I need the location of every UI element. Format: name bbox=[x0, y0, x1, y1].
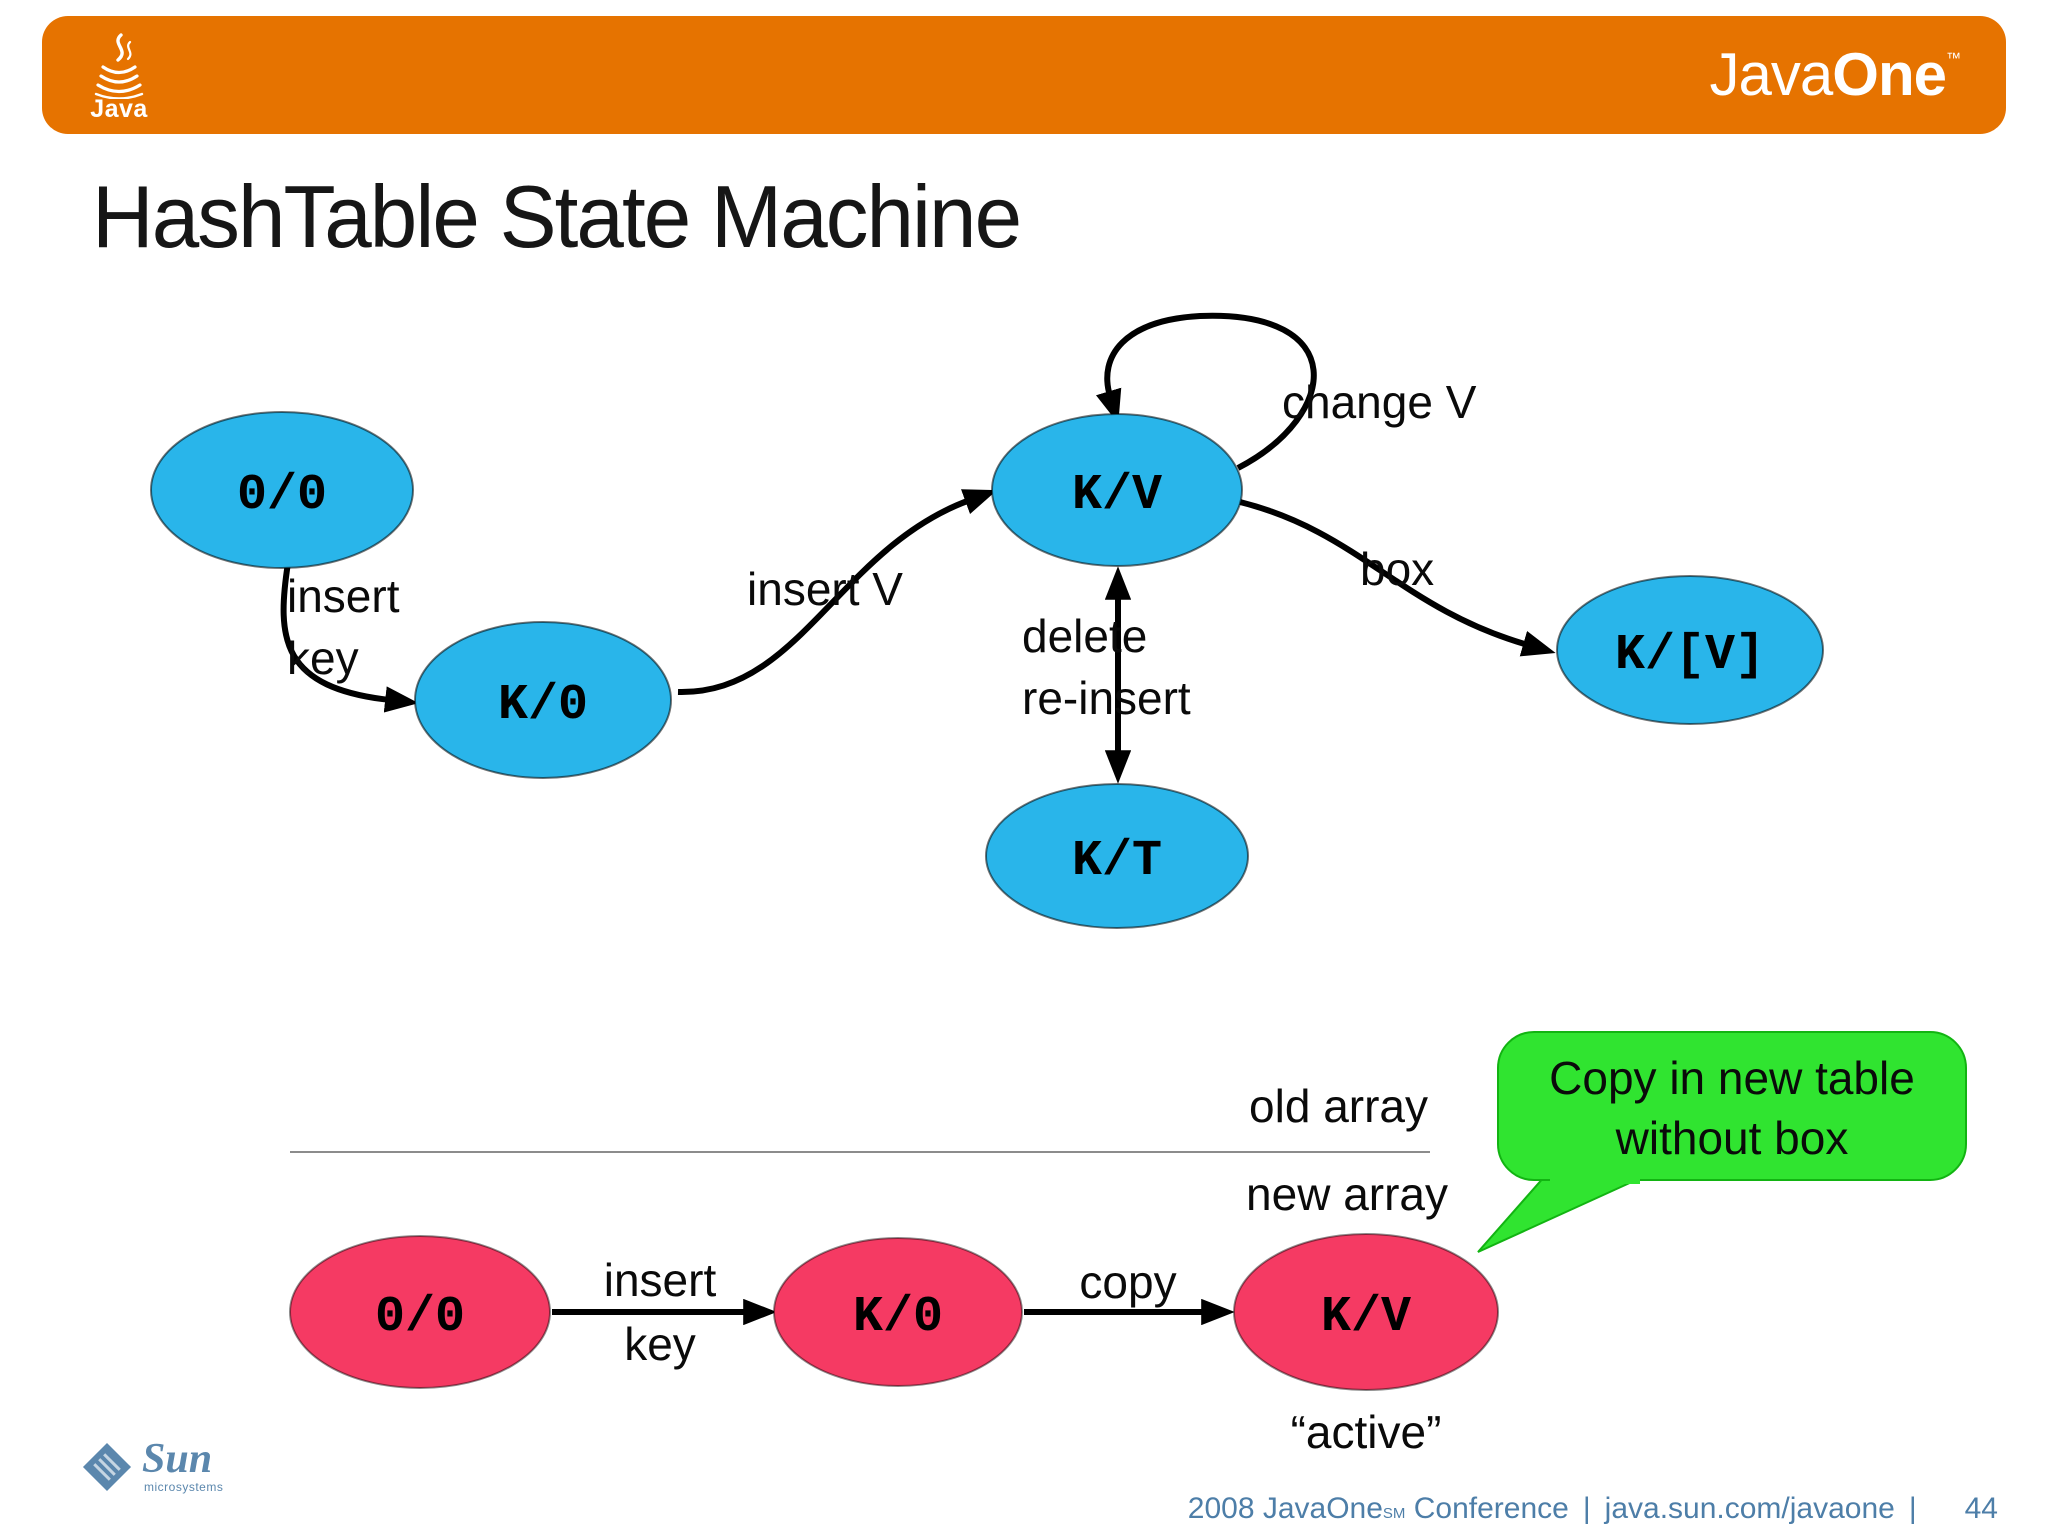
state-key-tombstone: K/T bbox=[985, 783, 1249, 929]
callout-bubble: Copy in new table without box bbox=[1477, 1031, 1967, 1253]
state-key-no-value-label: K/0 bbox=[498, 677, 588, 734]
state-empty-ellipse bbox=[150, 411, 414, 569]
edge-insert-key bbox=[280, 562, 419, 713]
callout-bubble-body bbox=[1497, 1031, 1967, 1181]
edge-label-insert-key-line2: key bbox=[287, 632, 359, 684]
state-key-no-value-ellipse bbox=[414, 621, 672, 779]
edge-label-insert-v: insert V bbox=[747, 563, 903, 615]
state-key-value: K/V bbox=[991, 413, 1243, 567]
new-state-key-value: K/V bbox=[1233, 1233, 1499, 1391]
state-key-boxed-value-label: K/[V] bbox=[1615, 627, 1765, 684]
edge-label-reinsert: re-insert bbox=[1022, 672, 1191, 724]
state-empty-label: 0/0 bbox=[237, 467, 327, 524]
footer-separator-2: | bbox=[1908, 1492, 1917, 1525]
footer-page-number: 44 bbox=[1964, 1492, 1998, 1525]
edge-label-change-v: change V bbox=[1282, 376, 1477, 428]
edge-box bbox=[1239, 499, 1556, 657]
state-key-tombstone-label: K/T bbox=[1072, 833, 1162, 890]
javaone-logo-one: One bbox=[1832, 41, 1947, 108]
state-key-value-ellipse bbox=[991, 413, 1243, 567]
new-state-empty-ellipse bbox=[289, 1235, 551, 1389]
new-array-label: new array bbox=[1246, 1168, 1448, 1220]
javaone-logo-java: Java bbox=[1709, 41, 1834, 108]
active-label: “active” bbox=[1291, 1406, 1442, 1458]
footer-conference-suffix: Conference bbox=[1405, 1492, 1569, 1525]
new-state-key-no-value-label: K/0 bbox=[853, 1289, 943, 1346]
state-key-boxed-value: K/[V] bbox=[1556, 575, 1824, 725]
edge-label-delete: delete bbox=[1022, 610, 1147, 662]
old-array-label: old array bbox=[1249, 1080, 1428, 1132]
new-state-key-value-label: K/V bbox=[1321, 1289, 1411, 1346]
java-logo-label: Java bbox=[90, 94, 148, 123]
callout-bubble-seam bbox=[1550, 1172, 1640, 1184]
edge-label-box: box bbox=[1360, 543, 1434, 595]
javaone-trademark: ™ bbox=[1946, 50, 1961, 67]
sun-logo-subtitle: microsystems bbox=[144, 1479, 224, 1494]
new-state-key-no-value: K/0 bbox=[773, 1237, 1023, 1387]
new-state-key-no-value-ellipse bbox=[773, 1237, 1023, 1387]
java-logo: Java bbox=[88, 32, 150, 123]
footer-conference-prefix: 2008 JavaOne bbox=[1187, 1492, 1383, 1525]
edge-insert-v bbox=[677, 489, 998, 696]
state-key-no-value: K/0 bbox=[414, 621, 672, 779]
state-empty: 0/0 bbox=[150, 411, 414, 569]
edge-change-v-self-loop bbox=[1095, 312, 1317, 471]
java-cup-icon bbox=[94, 32, 144, 99]
edge-label-insert-key-line1: insert bbox=[287, 570, 400, 622]
new-state-empty-label: 0/0 bbox=[375, 1289, 465, 1346]
state-key-boxed-value-ellipse bbox=[1556, 575, 1824, 725]
page-title: HashTable State Machine bbox=[92, 167, 1022, 266]
edge-label-copy: copy bbox=[1079, 1256, 1176, 1308]
footer-separator-1: | bbox=[1582, 1492, 1591, 1525]
callout-text-line1: Copy in new table bbox=[1549, 1052, 1915, 1104]
state-key-value-label: K/V bbox=[1072, 467, 1162, 524]
new-state-key-value-ellipse bbox=[1233, 1233, 1499, 1391]
new-state-empty: 0/0 bbox=[289, 1235, 551, 1389]
edge-label-key-bottom: key bbox=[624, 1318, 696, 1370]
sun-diamond-icon bbox=[82, 1442, 132, 1492]
edge-label-insert-bottom: insert bbox=[604, 1254, 717, 1306]
state-key-tombstone-ellipse bbox=[985, 783, 1249, 929]
callout-text-line2: without box bbox=[1615, 1112, 1849, 1164]
footer-url: java.sun.com/javaone bbox=[1604, 1492, 1895, 1525]
sun-logo: Sun microsystems bbox=[78, 1438, 223, 1496]
callout-bubble-tail bbox=[1477, 1175, 1646, 1253]
sun-logo-name: Sun bbox=[142, 1436, 213, 1482]
